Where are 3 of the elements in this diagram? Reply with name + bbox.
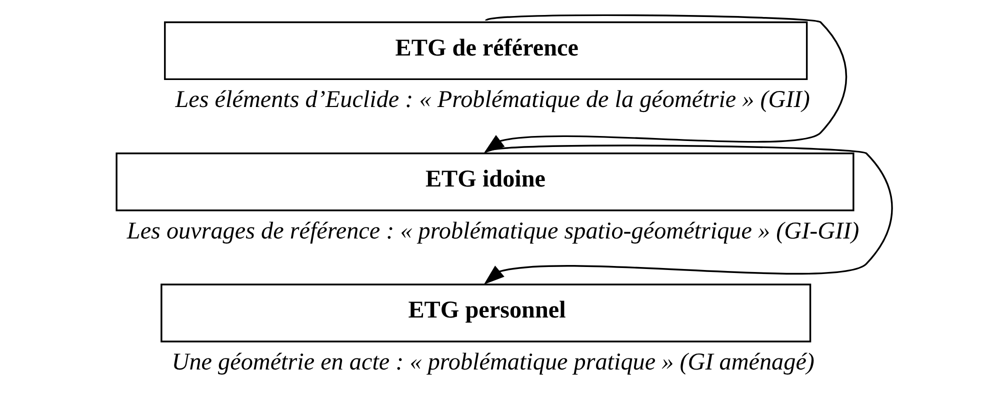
node-label: Les éléments d’Euclide : « Problématique de la géométrie » (GII) bbox=[174, 86, 810, 114]
node-label: Une géométrie en acte : « problématique pratique » (GI aménagé) bbox=[171, 348, 814, 376]
node-label: Les ouvrages de référence : « problématique spatio-géométrique » (GI-GII) bbox=[126, 217, 859, 244]
